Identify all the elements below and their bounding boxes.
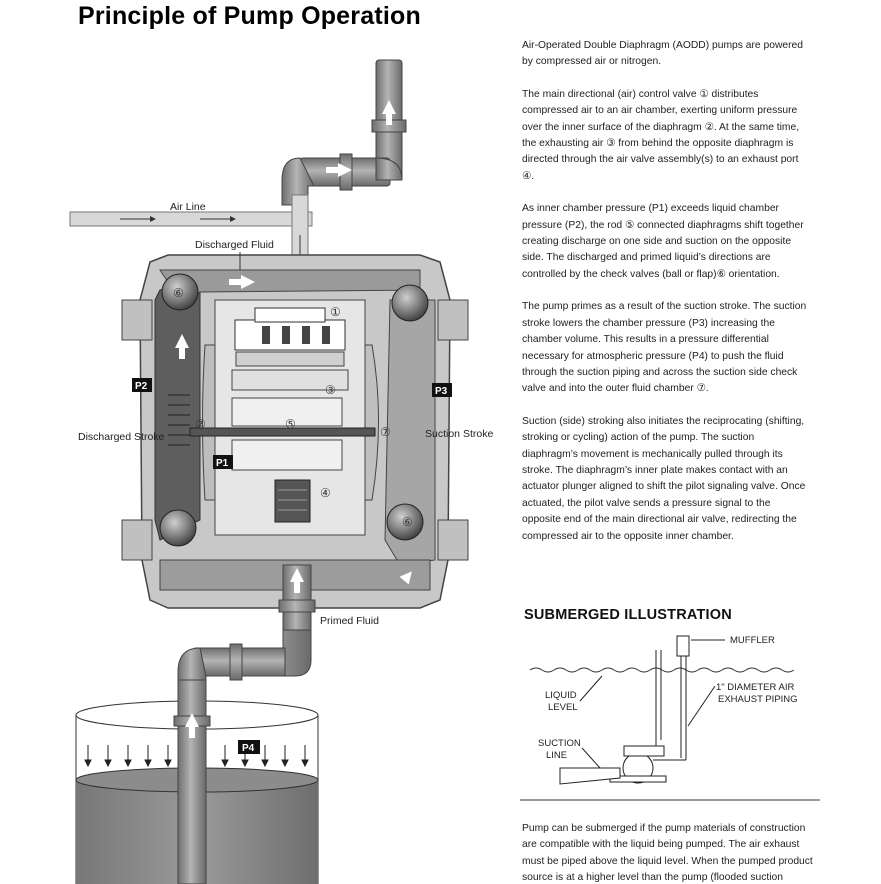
flow-arrow-right <box>338 163 352 177</box>
diaphragm-rod <box>189 427 376 437</box>
page-title: Principle of Pump Operation <box>78 2 421 30</box>
air-line-label: Air Line <box>170 201 206 213</box>
suction-stroke-label: Suction Stroke <box>425 428 493 440</box>
submerged-description: Pump can be submerged if the pump materi… <box>522 823 813 884</box>
paragraph-stroking: Suction (side) stroking also initiates t… <box>522 415 806 542</box>
muffler <box>274 479 311 523</box>
exhaust-label-1: 1" DIAMETER AIR <box>716 682 794 693</box>
check-ball <box>161 273 199 311</box>
description-text: Air-Operated Double Diaphragm (AODD) pum… <box>522 38 812 561</box>
liquid-label-1: LIQUID <box>545 690 577 701</box>
paragraph-air-valve: The main directional (air) control valve… <box>522 88 800 182</box>
paragraph-priming: The pump primes as a result of the sucti… <box>522 301 807 395</box>
suction-label-2: LINE <box>546 750 567 761</box>
label-5: ⑤ <box>285 417 296 431</box>
label-1: ① <box>330 305 341 319</box>
label-4: ④ <box>320 486 331 500</box>
label-3: ③ <box>325 383 336 397</box>
discharged-fluid-label: Discharged Fluid <box>195 239 274 251</box>
submerged-illustration: MUFFLER LIQUID LEVEL 1" DIAMETER AIR EXH… <box>520 635 820 801</box>
label-7: ⑦ <box>380 425 391 439</box>
suction-label-1: SUCTION <box>538 738 581 749</box>
p4-label: P4 <box>242 743 255 754</box>
check-ball <box>391 284 429 322</box>
pump-operation-diagram: Air Line Discharged <box>69 59 493 884</box>
label-6a: ⑥ <box>173 286 184 300</box>
p1-label: P1 <box>216 458 229 469</box>
flow-arrow-up <box>382 100 396 114</box>
liquid-label-2: LEVEL <box>548 702 578 713</box>
submerged-title: SUBMERGED ILLUSTRATION <box>524 607 732 623</box>
check-ball <box>386 503 424 541</box>
paragraph-intro: Air-Operated Double Diaphragm (AODD) pum… <box>522 40 803 68</box>
check-ball <box>159 509 197 547</box>
label-2: ② <box>195 417 206 431</box>
air-line <box>69 211 313 227</box>
muffler-label: MUFFLER <box>730 635 775 646</box>
p2-label: P2 <box>135 381 148 392</box>
p3-label: P3 <box>435 386 448 397</box>
primed-fluid-label: Primed Fluid <box>320 615 379 627</box>
exhaust-label-2: EXHAUST PIPING <box>718 694 798 705</box>
paragraph-pressure: As inner chamber pressure (P1) exceeds l… <box>522 203 804 280</box>
suction-pipe-down <box>177 679 207 884</box>
muffler-box <box>676 635 690 657</box>
label-6b: ⑥ <box>402 515 413 529</box>
discharged-stroke-label: Discharged Stroke <box>78 431 165 443</box>
